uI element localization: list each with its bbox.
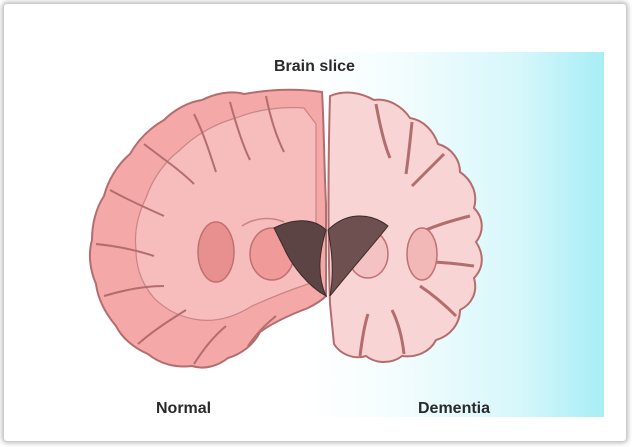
normal-label: Normal [156,400,211,418]
dementia-label: Dementia [418,400,490,418]
figure-frame: Brain slice Normal Dementia [4,4,626,441]
figure-title: Brain slice [274,58,355,76]
